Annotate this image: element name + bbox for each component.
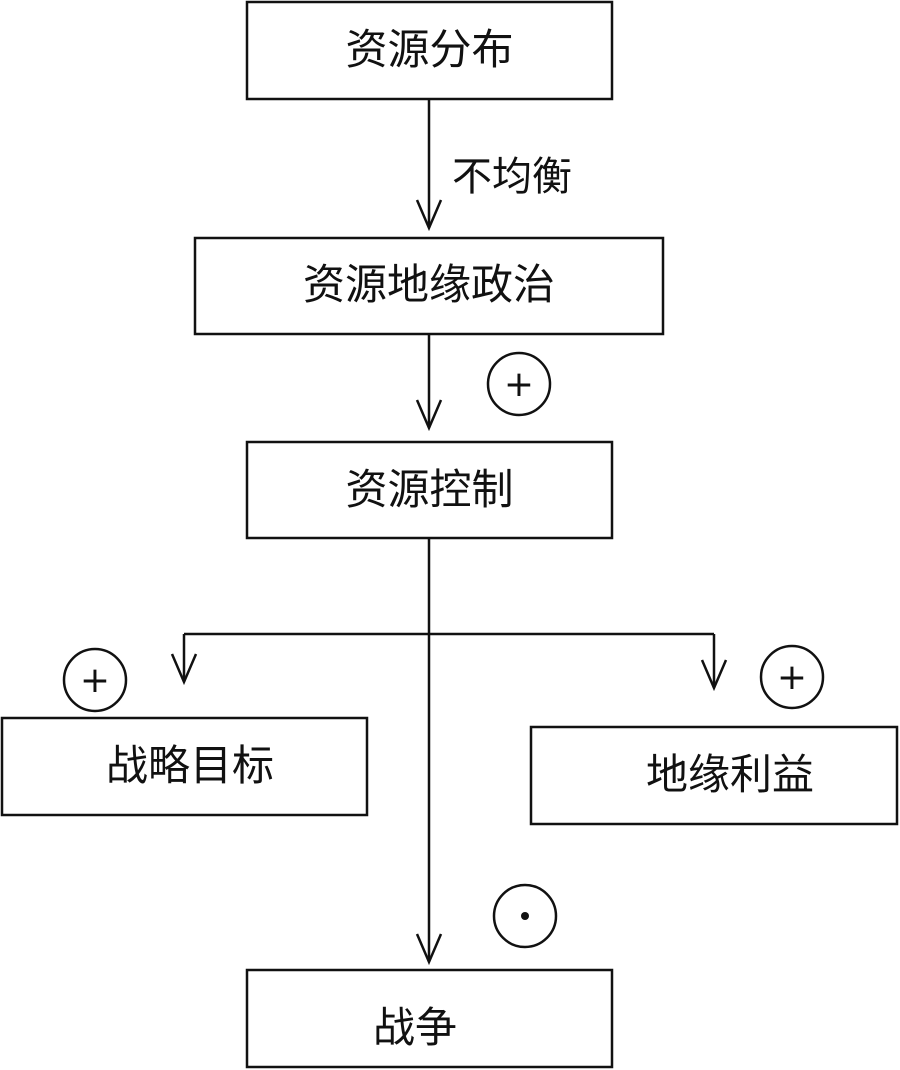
plus-circle-icon (759, 644, 825, 710)
arrow-down-icon (700, 659, 728, 692)
node-geo-interest-label: 地缘利益 (646, 750, 814, 799)
arrow-down-icon (415, 199, 443, 232)
edge-control-branch (170, 538, 728, 966)
plus-symbol: + (80, 660, 110, 701)
neutral-effect-marker (492, 883, 558, 949)
plus-circle-icon (486, 351, 552, 417)
edge-label-imbalance: 不均衡 (452, 154, 572, 200)
positive-effect-marker: + (486, 351, 552, 417)
node-strategic-goal-label: 战略目标 (106, 741, 274, 790)
positive-effect-marker: + (62, 647, 128, 713)
edge-distribution-to-geopolitics (415, 99, 443, 232)
positive-effect-marker: + (759, 644, 825, 710)
node-resource-control: 资源控制 (245, 440, 614, 540)
center-dot (521, 912, 529, 920)
node-war-label: 战争 (373, 1003, 457, 1052)
plus-circle-icon (62, 647, 128, 713)
arrow-down-icon (170, 653, 198, 686)
arrow-down-icon (415, 933, 443, 966)
node-resource-geopolitics: 资源地缘政治 (193, 236, 665, 336)
plus-symbol: + (777, 657, 807, 698)
node-resource-geopolitics-label: 资源地缘政治 (303, 260, 555, 309)
node-resource-control-label: 资源控制 (345, 465, 513, 514)
plus-symbol: + (504, 364, 534, 405)
node-geo-interest: 地缘利益 (529, 725, 899, 826)
node-strategic-goal: 战略目标 (0, 716, 369, 817)
node-resource-distribution-label: 资源分布 (345, 25, 513, 74)
node-war: 战争 (245, 968, 614, 1069)
arrow-down-icon (415, 399, 443, 432)
edge-geopolitics-to-control (415, 334, 443, 432)
node-resource-distribution: 资源分布 (245, 0, 614, 101)
